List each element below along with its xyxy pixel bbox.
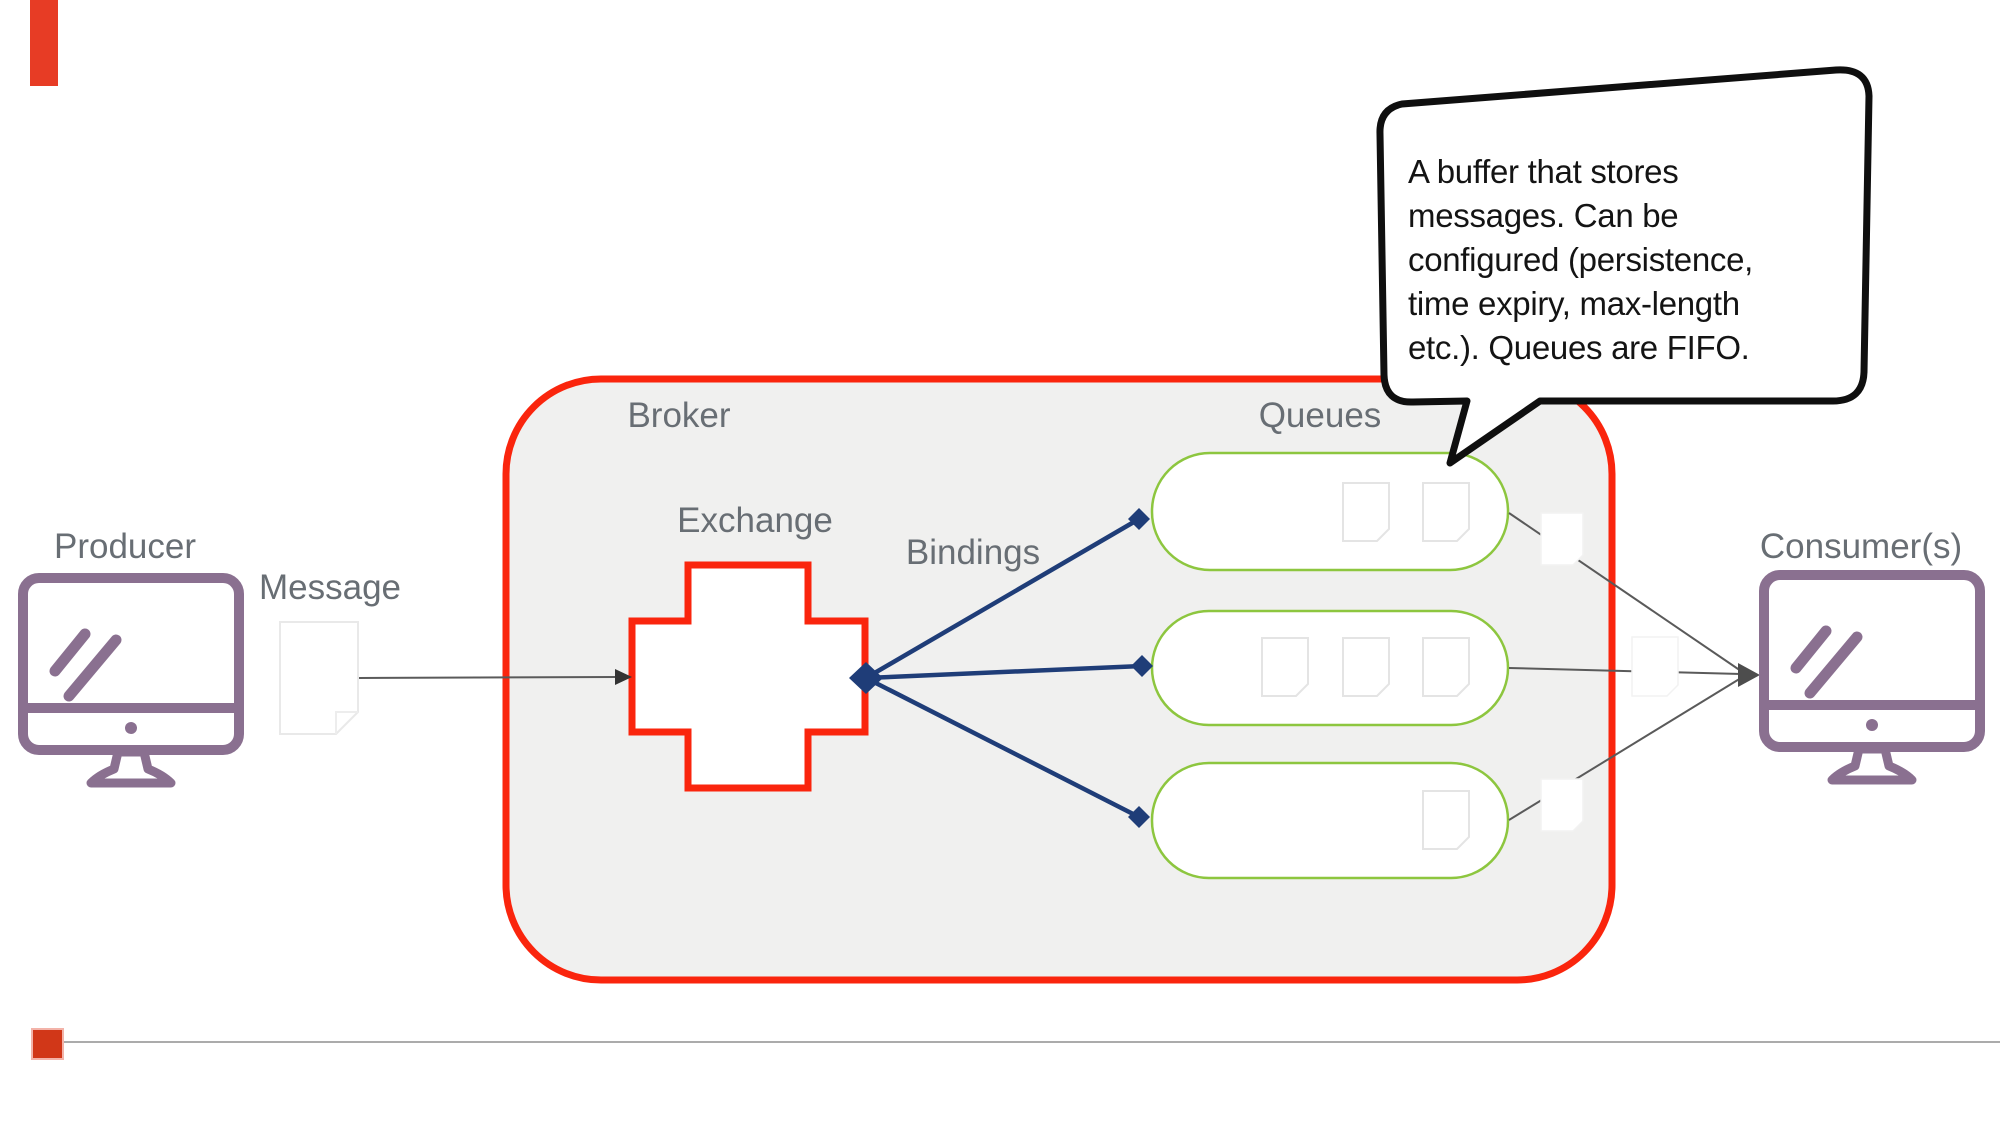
document-icon bbox=[1540, 778, 1584, 832]
top-accent-bar bbox=[30, 0, 58, 86]
message-document-fold bbox=[335, 711, 358, 734]
message-arrow bbox=[358, 676, 618, 679]
bindings-label: Bindings bbox=[905, 533, 1041, 572]
producer-label: Producer bbox=[53, 527, 197, 566]
document-icon bbox=[1261, 637, 1309, 697]
delivery-arrowhead bbox=[1738, 663, 1760, 687]
footer-accent-square bbox=[31, 1028, 64, 1060]
message-label: Message bbox=[258, 568, 402, 607]
callout-text: A buffer that stores messages. Can be co… bbox=[1408, 150, 1868, 370]
document-icon bbox=[1342, 482, 1390, 542]
callout-bubble bbox=[1376, 66, 1873, 467]
consumer-monitor-icon bbox=[1764, 575, 1980, 780]
document-icon bbox=[1422, 482, 1470, 542]
document-icon bbox=[1540, 512, 1584, 566]
message-document-icon bbox=[279, 621, 359, 735]
binding-end-diamond bbox=[1128, 508, 1150, 530]
binding-diamonds bbox=[849, 508, 1153, 828]
binding-origin-diamond bbox=[849, 662, 883, 694]
queue-pill-1 bbox=[1150, 451, 1510, 572]
binding-end-diamond bbox=[1131, 655, 1153, 677]
queue-pill-3 bbox=[1150, 761, 1510, 880]
document-icon bbox=[1342, 637, 1390, 697]
document-icon bbox=[1422, 790, 1470, 850]
exchange-cross bbox=[628, 561, 869, 792]
transit-documents bbox=[1540, 512, 1679, 832]
document-icon bbox=[1422, 637, 1470, 697]
callout-line: messages. Can be bbox=[1408, 197, 1679, 234]
callout-line: time expiry, max-length bbox=[1408, 285, 1740, 322]
callout-line: etc.). Queues are FIFO. bbox=[1408, 329, 1750, 366]
queue-pill-2 bbox=[1150, 609, 1510, 727]
footer-divider-line bbox=[64, 1041, 2000, 1043]
consumers-label: Consumer(s) bbox=[1759, 527, 1963, 566]
queue-documents bbox=[1261, 482, 1470, 850]
broker-label: Broker bbox=[627, 396, 731, 435]
binding-lines bbox=[864, 517, 1143, 820]
binding-end-diamond bbox=[1128, 806, 1150, 828]
exchange-label: Exchange bbox=[677, 501, 833, 540]
producer-monitor-icon bbox=[23, 578, 239, 783]
queues-label: Queues bbox=[1258, 396, 1382, 435]
message-arrowhead bbox=[615, 669, 632, 685]
callout-line: configured (persistence, bbox=[1408, 241, 1753, 278]
document-icon bbox=[1631, 636, 1679, 697]
callout-line: A buffer that stores bbox=[1408, 153, 1679, 190]
